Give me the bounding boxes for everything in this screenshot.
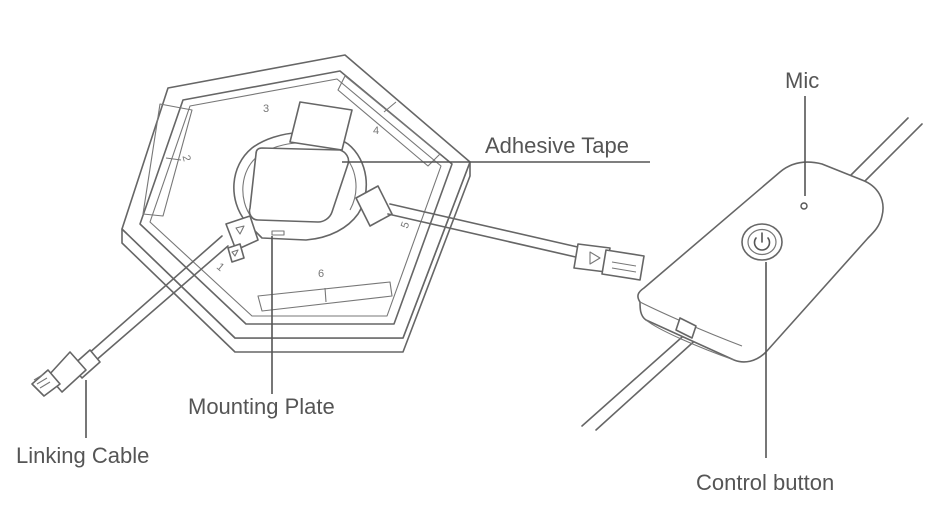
slot-number-right: 5 [399, 220, 412, 230]
label-mic: Mic [785, 68, 819, 93]
linking-cable [31, 215, 259, 397]
slot-number-upper-right: 4 [373, 125, 379, 137]
right-cable [355, 185, 645, 281]
adhesive-tape [248, 101, 353, 223]
label-linking-cable: Linking Cable [16, 443, 149, 468]
mic-hole [800, 202, 808, 210]
label-control-button: Control button [696, 470, 834, 495]
slot-number-bottom: 6 [318, 268, 324, 280]
callout-labels: Adhesive Tape Mounting Plate Linking Cab… [16, 68, 834, 495]
slot-number-top: 3 [263, 103, 269, 115]
label-mounting-plate: Mounting Plate [188, 394, 335, 419]
edge-slots [142, 75, 441, 312]
slot-number-left: 2 [179, 154, 192, 163]
label-adhesive-tape: Adhesive Tape [485, 133, 629, 158]
leader-lines [85, 96, 806, 458]
control-button[interactable] [741, 223, 783, 261]
power-icon [753, 232, 771, 251]
controller [581, 117, 923, 431]
